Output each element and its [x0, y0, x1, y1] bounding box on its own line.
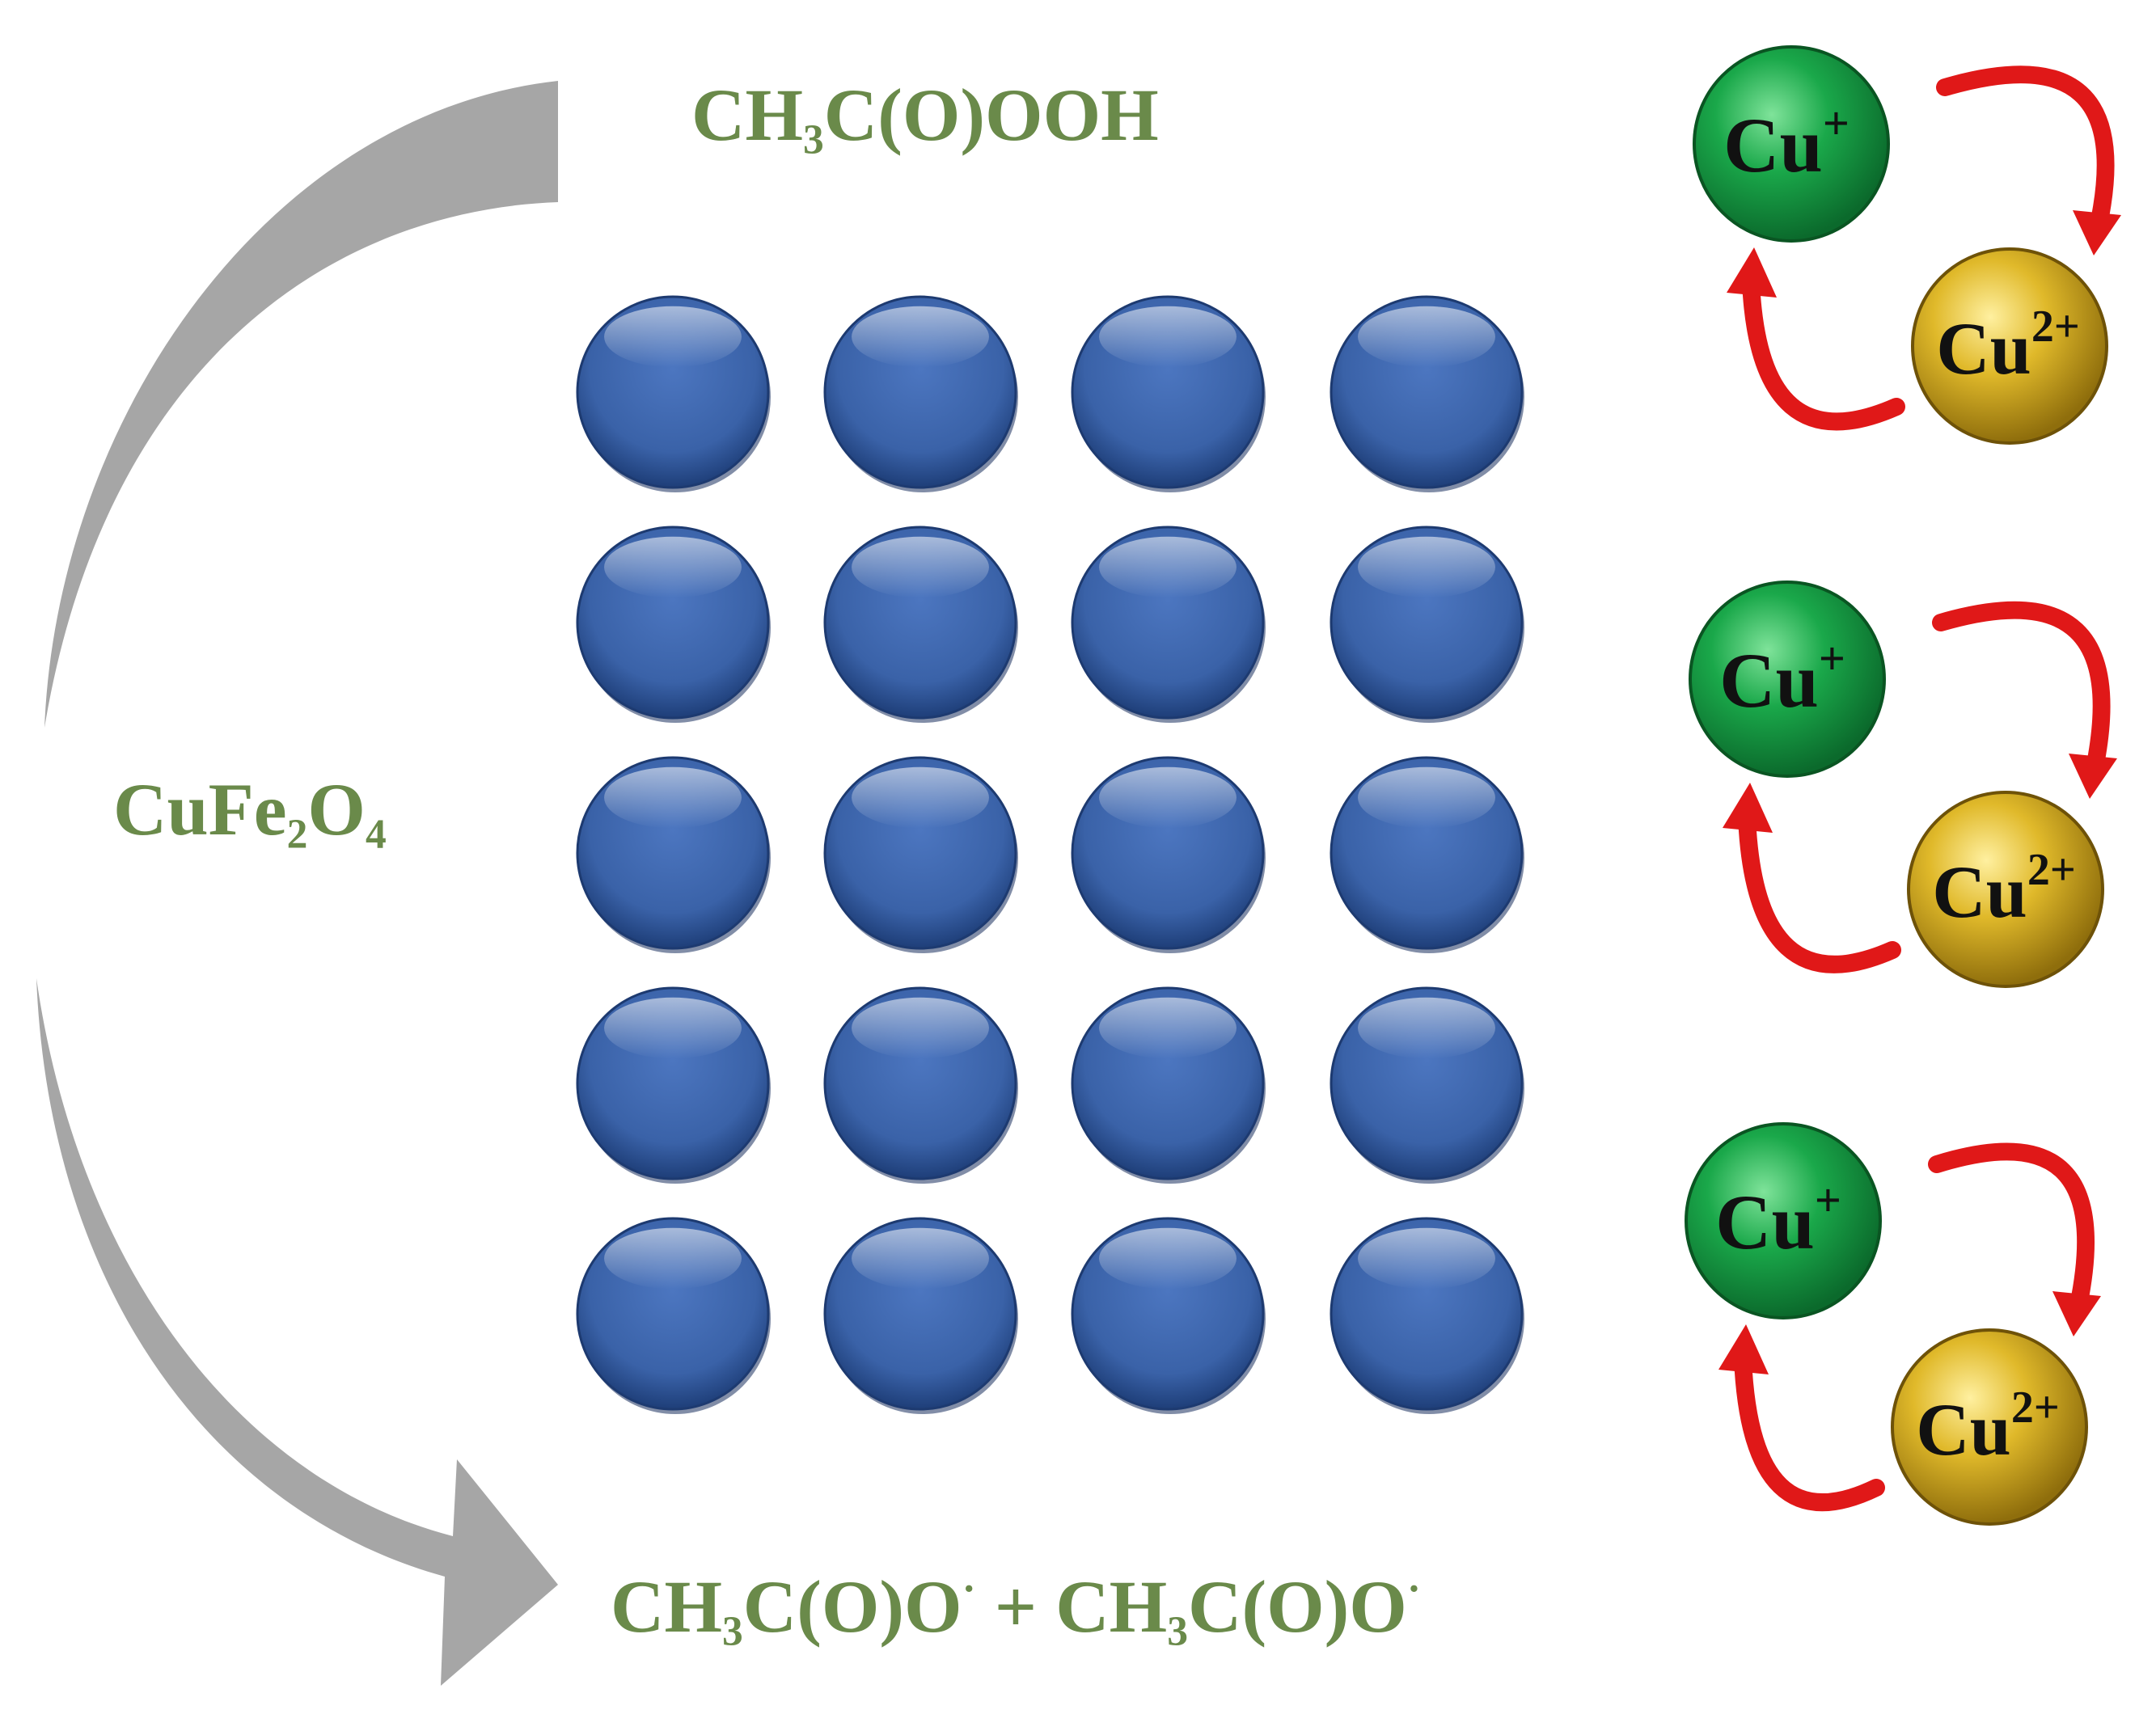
- nanoparticle: [1071, 526, 1266, 723]
- cycle-arrow-icon: [1932, 601, 2117, 799]
- cu-plus-ion: Cu+: [1693, 45, 1890, 243]
- cu-plus-label: Cu+: [1715, 1174, 1841, 1265]
- cycle-arrow-icon: [1928, 1142, 2101, 1336]
- nanoparticle: [1071, 295, 1266, 492]
- nanoparticle: [1330, 526, 1524, 723]
- cu-2plus-ion: Cu2+: [1911, 247, 2108, 445]
- cu-plus-label: Cu+: [1723, 97, 1850, 188]
- nanoparticle: [1330, 756, 1524, 953]
- nanoparticle: [576, 756, 771, 953]
- nanoparticle: [823, 295, 1018, 492]
- nanoparticle: [1071, 756, 1266, 953]
- cu-plus-ion: Cu+: [1685, 1122, 1882, 1319]
- nanoparticle: [576, 295, 771, 492]
- cycle-arrow-icon: [1936, 65, 2121, 255]
- nanoparticle: [1330, 1217, 1524, 1414]
- product-formula: CH3C(O)O· + CH3C(O)O·: [611, 1565, 1422, 1655]
- flow-arrow-bottom: [36, 978, 558, 1686]
- particle-grid: [576, 295, 1524, 1414]
- redox-cycle: Cu+ Cu2+: [1685, 1122, 2101, 1526]
- cu-2plus-label: Cu2+: [1916, 1383, 2060, 1471]
- nanoparticle: [1071, 1217, 1266, 1414]
- cu-plus-ion: Cu+: [1689, 581, 1886, 778]
- nanoparticle: [1330, 986, 1524, 1184]
- redox-cycle: Cu+ Cu2+: [1693, 45, 2121, 445]
- nanoparticle: [576, 986, 771, 1184]
- nanoparticle: [823, 986, 1018, 1184]
- redox-cycle: Cu+ Cu2+: [1689, 581, 2117, 988]
- nanoparticle: [1330, 295, 1524, 492]
- cycle-arrow-icon: [1727, 247, 1905, 431]
- nanoparticle: [823, 1217, 1018, 1414]
- catalyst-formula: CuFe2O4: [113, 768, 387, 858]
- reactant-formula: CH3C(O)OOH: [691, 74, 1159, 163]
- nanoparticle: [1071, 986, 1266, 1184]
- redox-cycles: Cu+ Cu2+ Cu+ Cu2+ Cu+ Cu2+: [1685, 45, 2121, 1526]
- nanoparticle: [576, 1217, 771, 1414]
- cycle-arrow-icon: [1718, 1324, 1885, 1512]
- nanoparticle: [823, 526, 1018, 723]
- cu-2plus-ion: Cu2+: [1891, 1328, 2088, 1526]
- nanoparticle: [823, 756, 1018, 953]
- cu-2plus-label: Cu2+: [1936, 302, 2080, 390]
- cu-2plus-label: Cu2+: [1932, 845, 2076, 933]
- flow-arrow-top: [44, 81, 558, 728]
- cu-2plus-ion: Cu2+: [1907, 791, 2104, 988]
- cycle-arrow-icon: [1723, 783, 1901, 973]
- nanoparticle: [576, 526, 771, 723]
- cu-plus-label: Cu+: [1719, 632, 1845, 724]
